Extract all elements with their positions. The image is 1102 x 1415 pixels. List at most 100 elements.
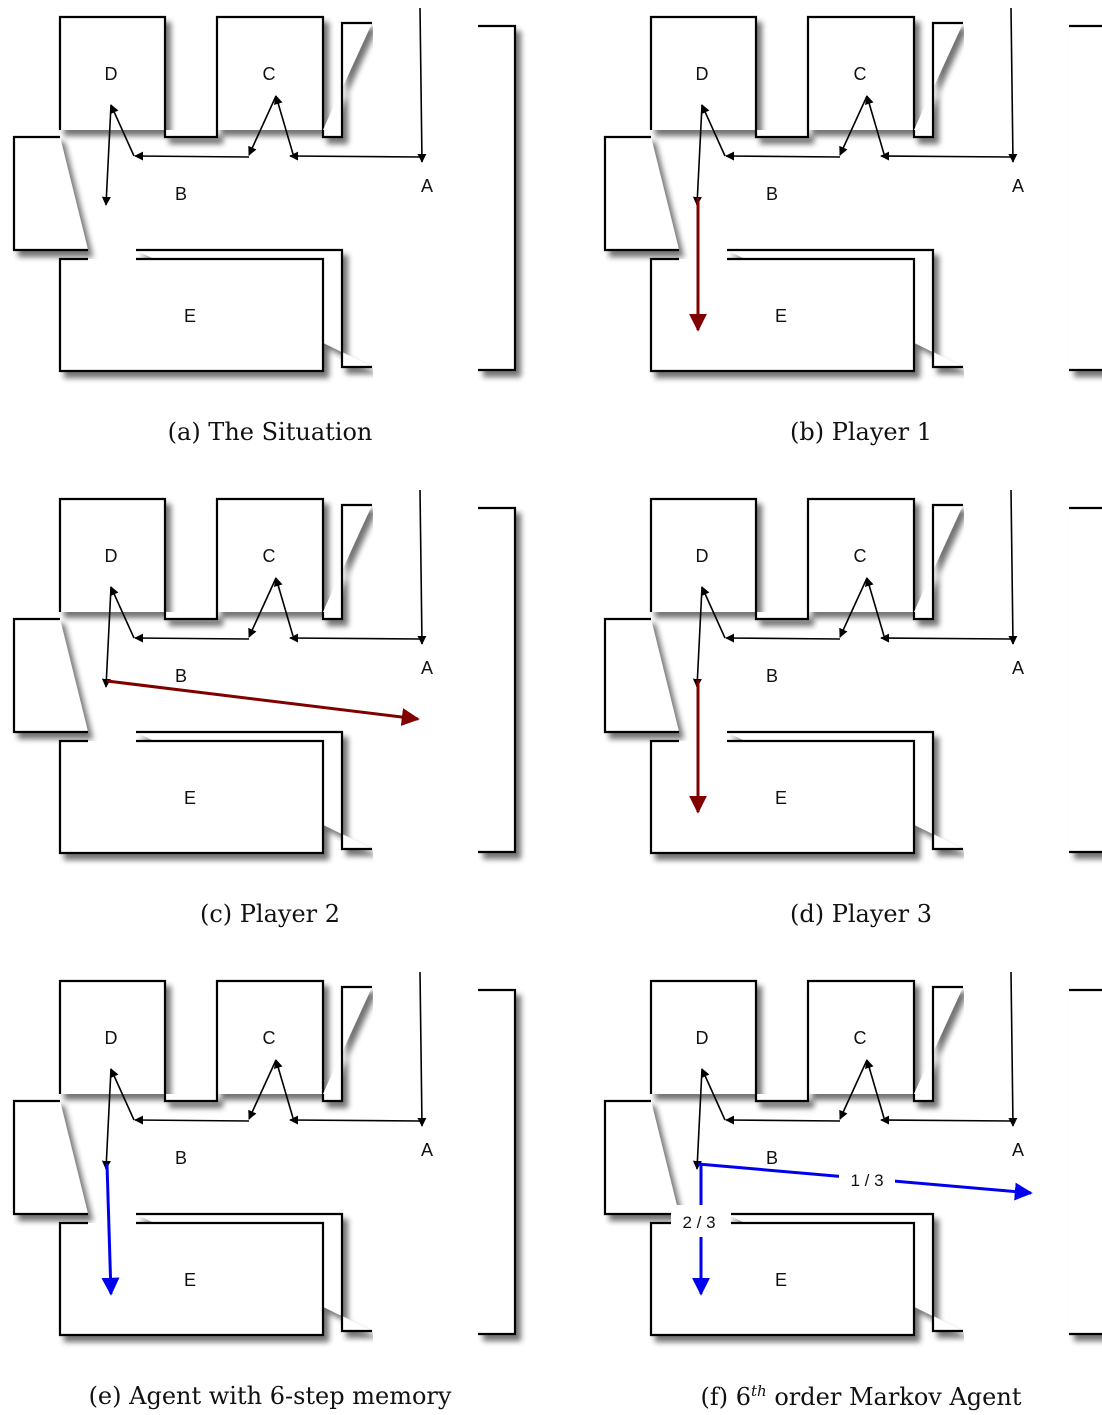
- history-arrow-out-of-c: [839, 95, 868, 156]
- walls: [12, 15, 517, 373]
- floor-plan-map: A B C D E: [12, 0, 517, 392]
- history-arrow-out-of-d: [692, 104, 703, 206]
- history-arrow-into-d: [701, 1068, 726, 1121]
- history-arrow-a-to-c-door: [289, 151, 421, 161]
- history-arrow-enter-a: [417, 7, 427, 163]
- room-c-walls: [215, 15, 325, 130]
- room-label-c: C: [854, 546, 867, 566]
- hall-a-floor: [964, 0, 1068, 392]
- walls: [12, 497, 517, 855]
- history-arrow-out-of-c: [248, 95, 277, 156]
- outer-right-wall: [478, 24, 517, 372]
- caption-f-prefix: (f) 6: [700, 1383, 752, 1411]
- outer-right-wall: [478, 506, 517, 854]
- caption-b: (b) Player 1: [790, 418, 932, 446]
- room-label-a: A: [421, 176, 433, 196]
- room-e-walls: [58, 739, 325, 855]
- room-label-c: C: [263, 64, 276, 84]
- caption-f: (f) 6th order Markov Agent: [596, 1382, 1102, 1411]
- room-label-c: C: [263, 546, 276, 566]
- history-arrow-a-to-c-door: [880, 151, 1012, 161]
- history-arrow-out-of-d: [101, 586, 112, 688]
- history-arrow-into-d: [701, 586, 726, 639]
- caption-f-sup: th: [751, 1382, 767, 1400]
- caption-c: (c) Player 2: [199, 900, 341, 928]
- room-label-e: E: [775, 1270, 787, 1290]
- history-arrow-into-c: [273, 577, 294, 637]
- player-path-arrow-right: [106, 679, 420, 726]
- floor-plan-map: A B C D E: [603, 482, 1102, 874]
- probability-label-right: 1 / 3: [850, 1171, 883, 1190]
- history-arrow-into-c: [273, 95, 294, 155]
- history-arrow-out-of-d: [692, 586, 703, 688]
- hall-a-floor: [373, 482, 477, 874]
- history-arrow-into-d: [110, 1068, 135, 1121]
- history-arrow-enter-a: [1008, 971, 1018, 1127]
- room-e-walls: [649, 739, 916, 855]
- room-label-d: D: [696, 546, 709, 566]
- room-label-a: A: [421, 1140, 433, 1160]
- room-e-walls: [649, 257, 916, 373]
- history-arrow-into-d: [110, 104, 135, 157]
- room-c-walls: [806, 979, 916, 1094]
- history-arrow-enter-a: [1008, 7, 1018, 163]
- room-d-walls: [649, 979, 758, 1094]
- outer-right-wall: [1069, 24, 1102, 372]
- room-e-walls: [649, 1221, 916, 1337]
- room-label-e: E: [775, 788, 787, 808]
- room-label-c: C: [854, 64, 867, 84]
- room-label-d: D: [105, 546, 118, 566]
- outer-right-wall: [1069, 506, 1102, 854]
- room-label-d: D: [696, 64, 709, 84]
- history-arrow-enter-a: [417, 489, 427, 645]
- outer-right-wall: [478, 988, 517, 1336]
- panel-d: A B C D E: [591, 482, 1102, 892]
- room-label-a: A: [1012, 176, 1024, 196]
- history-arrow-into-c: [864, 1059, 885, 1119]
- caption-e: (e) Agent with 6-step memory: [88, 1382, 452, 1410]
- room-label-d: D: [696, 1028, 709, 1048]
- walls: [12, 979, 517, 1337]
- history-arrow-out-of-c: [248, 1059, 277, 1120]
- history-arrow-to-d-door: [134, 151, 250, 161]
- history-arrow-out-of-d: [101, 104, 112, 206]
- agent-path-arrow-down: [101, 1163, 120, 1296]
- room-d-walls: [58, 979, 167, 1094]
- history-arrow-out-of-c: [248, 577, 277, 638]
- history-arrow-into-c: [864, 577, 885, 637]
- room-c-walls: [806, 497, 916, 612]
- room-label-b: B: [766, 666, 778, 686]
- history-arrow-into-c: [273, 1059, 294, 1119]
- hall-a-floor: [373, 0, 477, 392]
- caption-a: (a) The Situation: [167, 418, 373, 446]
- history-arrow-a-to-c-door: [880, 1115, 1012, 1125]
- caption-f-suffix: order Markov Agent: [766, 1383, 1022, 1411]
- history-arrow-a-to-c-door: [880, 633, 1012, 643]
- history-arrow-enter-a: [417, 971, 427, 1127]
- panel-a: A B C D E: [0, 0, 530, 410]
- room-label-d: D: [105, 64, 118, 84]
- hall-a-floor: [964, 482, 1068, 874]
- room-label-b: B: [175, 184, 187, 204]
- caption-d: (d) Player 3: [790, 900, 932, 928]
- room-label-b: B: [766, 1148, 778, 1168]
- history-arrow-to-d-door: [134, 633, 250, 643]
- room-label-a: A: [1012, 658, 1024, 678]
- room-label-e: E: [184, 788, 196, 808]
- room-label-c: C: [854, 1028, 867, 1048]
- room-e-walls: [58, 1221, 325, 1337]
- history-arrow-into-c: [864, 95, 885, 155]
- history-arrow-out-of-d: [692, 1068, 703, 1170]
- probability-label-down: 2 / 3: [682, 1213, 715, 1232]
- room-label-e: E: [184, 306, 196, 326]
- history-arrow-a-to-c-door: [289, 1115, 421, 1125]
- history-arrow-to-d-door: [134, 1115, 250, 1125]
- walls: [603, 497, 1102, 855]
- hall-a-floor: [373, 964, 477, 1356]
